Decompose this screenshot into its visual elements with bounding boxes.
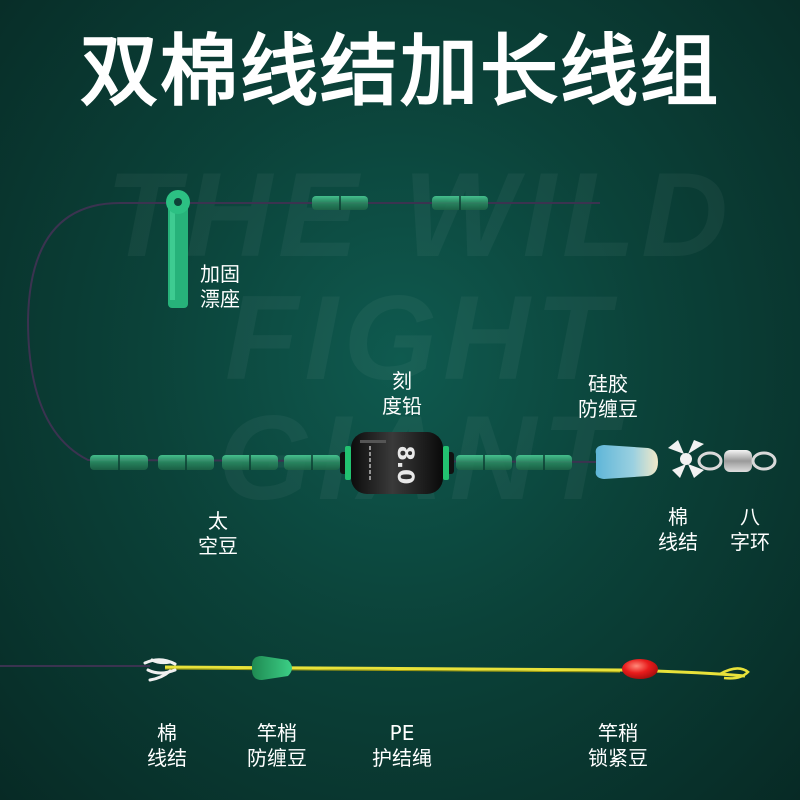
tip-bead bbox=[252, 656, 292, 680]
label-space-bean: 太空豆 bbox=[198, 509, 238, 558]
sinker-weight-text: 8.0 bbox=[392, 446, 417, 485]
label-silicone-bead: 硅胶防缠豆 bbox=[578, 372, 638, 421]
fishing-line bbox=[26, 202, 601, 463]
space-bean-top-1 bbox=[312, 196, 368, 210]
silicone-bead bbox=[595, 445, 658, 479]
label-swivel: 八字环 bbox=[730, 505, 770, 554]
scale-sinker: 8.0 bbox=[340, 432, 454, 494]
page-title: 双棉线结加长线组 bbox=[79, 27, 720, 117]
float-seat bbox=[166, 190, 190, 308]
space-bean-row bbox=[90, 455, 572, 470]
space-bean-top-2 bbox=[432, 196, 488, 210]
label-float-seat: 加固漂座 bbox=[200, 262, 240, 311]
cotton-knot-bottom bbox=[143, 658, 177, 682]
cotton-knot-top bbox=[668, 440, 704, 478]
swivel bbox=[697, 450, 777, 472]
label-cotton-knot-bottom: 棉线结 bbox=[147, 721, 187, 770]
label-cotton-knot-top: 棉线结 bbox=[658, 505, 698, 554]
label-tip-bead: 竿梢防缠豆 bbox=[247, 721, 307, 770]
lock-bead bbox=[622, 659, 658, 679]
watermark-text: THE WILD bbox=[100, 155, 740, 275]
rope-loop bbox=[719, 667, 750, 680]
label-sinker: 刻度铅 bbox=[382, 369, 422, 418]
label-lock-bead: 竿稍锁紧豆 bbox=[588, 721, 648, 770]
